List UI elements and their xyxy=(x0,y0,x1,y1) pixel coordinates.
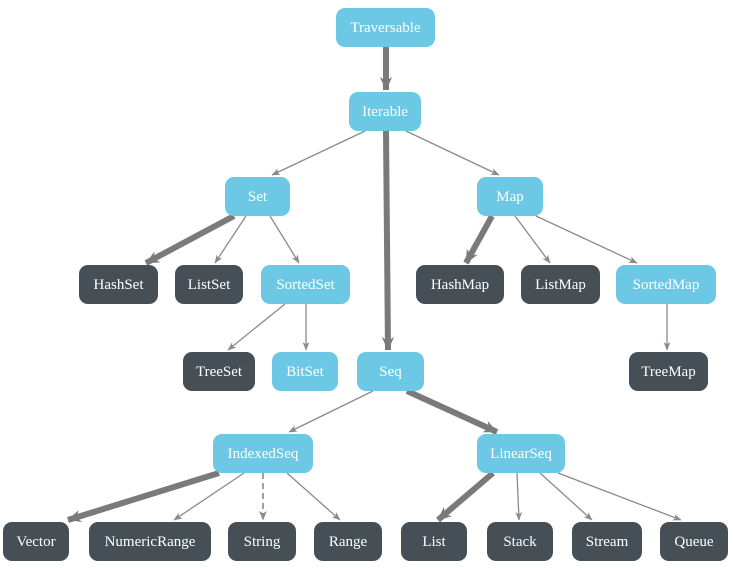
node-iterable[interactable]: Iterable xyxy=(349,92,421,131)
node-set[interactable]: Set xyxy=(225,177,290,216)
edge-iterable-to-set xyxy=(271,130,366,176)
node-label-listset: ListSet xyxy=(188,277,231,293)
node-sortedset[interactable]: SortedSet xyxy=(261,265,350,304)
edge-set-to-listset xyxy=(214,215,247,264)
edge-set-to-hashset xyxy=(144,213,236,266)
node-label-numericrange: NumericRange xyxy=(105,534,196,550)
edge-seq-to-indexedseq xyxy=(288,390,374,433)
node-box-range[interactable] xyxy=(314,522,382,561)
edge-map-to-listmap xyxy=(514,215,551,264)
node-box-listmap[interactable] xyxy=(521,265,600,304)
node-label-treemap: TreeMap xyxy=(641,364,695,380)
edge-layer xyxy=(67,47,682,523)
node-listmap[interactable]: ListMap xyxy=(521,265,600,304)
node-listset[interactable]: ListSet xyxy=(175,265,243,304)
edge-linearseq-to-stack xyxy=(515,472,523,521)
node-box-stack[interactable] xyxy=(487,522,553,561)
node-label-traversable: Traversable xyxy=(350,20,421,36)
node-label-hashmap: HashMap xyxy=(431,277,489,293)
node-label-string: String xyxy=(244,534,281,550)
node-box-listset[interactable] xyxy=(175,265,243,304)
node-stack[interactable]: Stack xyxy=(487,522,553,561)
edge-indexedseq-to-vector xyxy=(67,470,220,523)
node-box-stream[interactable] xyxy=(572,522,642,561)
node-box-linearseq[interactable] xyxy=(477,434,565,473)
node-traversable[interactable]: Traversable xyxy=(336,8,435,47)
node-box-sortedset[interactable] xyxy=(261,265,350,304)
node-box-seq[interactable] xyxy=(357,352,424,391)
node-label-seq: Seq xyxy=(379,364,402,380)
edge-set-to-sortedset xyxy=(269,215,300,264)
edge-linearseq-to-list xyxy=(436,470,495,523)
node-label-indexedseq: IndexedSeq xyxy=(228,446,299,462)
node-box-set[interactable] xyxy=(225,177,290,216)
node-treemap[interactable]: TreeMap xyxy=(629,352,708,391)
node-box-bitset[interactable] xyxy=(272,352,338,391)
node-box-traversable[interactable] xyxy=(336,8,435,47)
node-label-bitset: BitSet xyxy=(286,364,324,380)
node-box-string[interactable] xyxy=(228,522,296,561)
node-box-indexedseq[interactable] xyxy=(213,434,313,473)
node-label-iterable: Iterable xyxy=(362,104,408,120)
node-label-sortedmap: SortedMap xyxy=(633,277,700,293)
edge-indexedseq-to-range xyxy=(286,472,341,521)
node-label-vector: Vector xyxy=(16,534,55,550)
node-label-listmap: ListMap xyxy=(535,277,586,293)
node-box-list[interactable] xyxy=(401,522,467,561)
node-box-sortedmap[interactable] xyxy=(616,265,716,304)
edge-iterable-to-map xyxy=(405,130,500,176)
node-sortedmap[interactable]: SortedMap xyxy=(616,265,716,304)
node-label-queue: Queue xyxy=(674,534,713,550)
node-box-numericrange[interactable] xyxy=(89,522,211,561)
node-hashset[interactable]: HashSet xyxy=(79,265,158,304)
node-box-hashset[interactable] xyxy=(79,265,158,304)
node-seq[interactable]: Seq xyxy=(357,352,424,391)
node-label-list: List xyxy=(422,534,446,550)
node-label-map: Map xyxy=(496,189,524,205)
node-label-treeset: TreeSet xyxy=(196,364,243,380)
node-range[interactable]: Range xyxy=(314,522,382,561)
node-label-hashset: HashSet xyxy=(94,277,145,293)
node-label-range: Range xyxy=(329,534,368,550)
node-label-set: Set xyxy=(248,189,268,205)
node-list[interactable]: List xyxy=(401,522,467,561)
node-map[interactable]: Map xyxy=(477,177,543,216)
node-string[interactable]: String xyxy=(228,522,296,561)
node-box-hashmap[interactable] xyxy=(416,265,504,304)
node-linearseq[interactable]: LinearSeq xyxy=(477,434,565,473)
node-label-stream: Stream xyxy=(586,534,629,550)
node-box-treemap[interactable] xyxy=(629,352,708,391)
node-numericrange[interactable]: NumericRange xyxy=(89,522,211,561)
node-box-iterable[interactable] xyxy=(349,92,421,131)
node-hashmap[interactable]: HashMap xyxy=(416,265,504,304)
edge-map-to-hashmap xyxy=(463,214,495,265)
edge-linearseq-to-queue xyxy=(557,472,682,521)
edge-sortedset-to-treeset xyxy=(227,303,286,351)
node-treeset[interactable]: TreeSet xyxy=(183,352,255,391)
node-label-stack: Stack xyxy=(503,534,537,550)
node-box-vector[interactable] xyxy=(3,522,69,561)
node-indexedseq[interactable]: IndexedSeq xyxy=(213,434,313,473)
node-bitset[interactable]: BitSet xyxy=(272,352,338,391)
node-label-sortedset: SortedSet xyxy=(276,277,335,293)
node-stream[interactable]: Stream xyxy=(572,522,642,561)
node-box-map[interactable] xyxy=(477,177,543,216)
edge-iterable-to-seq xyxy=(381,130,395,351)
node-label-linearseq: LinearSeq xyxy=(490,446,552,462)
node-queue[interactable]: Queue xyxy=(660,522,728,561)
edge-indexedseq-to-numericrange xyxy=(173,472,245,521)
node-vector[interactable]: Vector xyxy=(3,522,69,561)
node-box-treeset[interactable] xyxy=(183,352,255,391)
edge-map-to-sortedmap xyxy=(535,215,638,264)
edge-seq-to-linearseq xyxy=(405,388,499,435)
edge-linearseq-to-stream xyxy=(539,472,593,521)
node-box-queue[interactable] xyxy=(660,522,728,561)
